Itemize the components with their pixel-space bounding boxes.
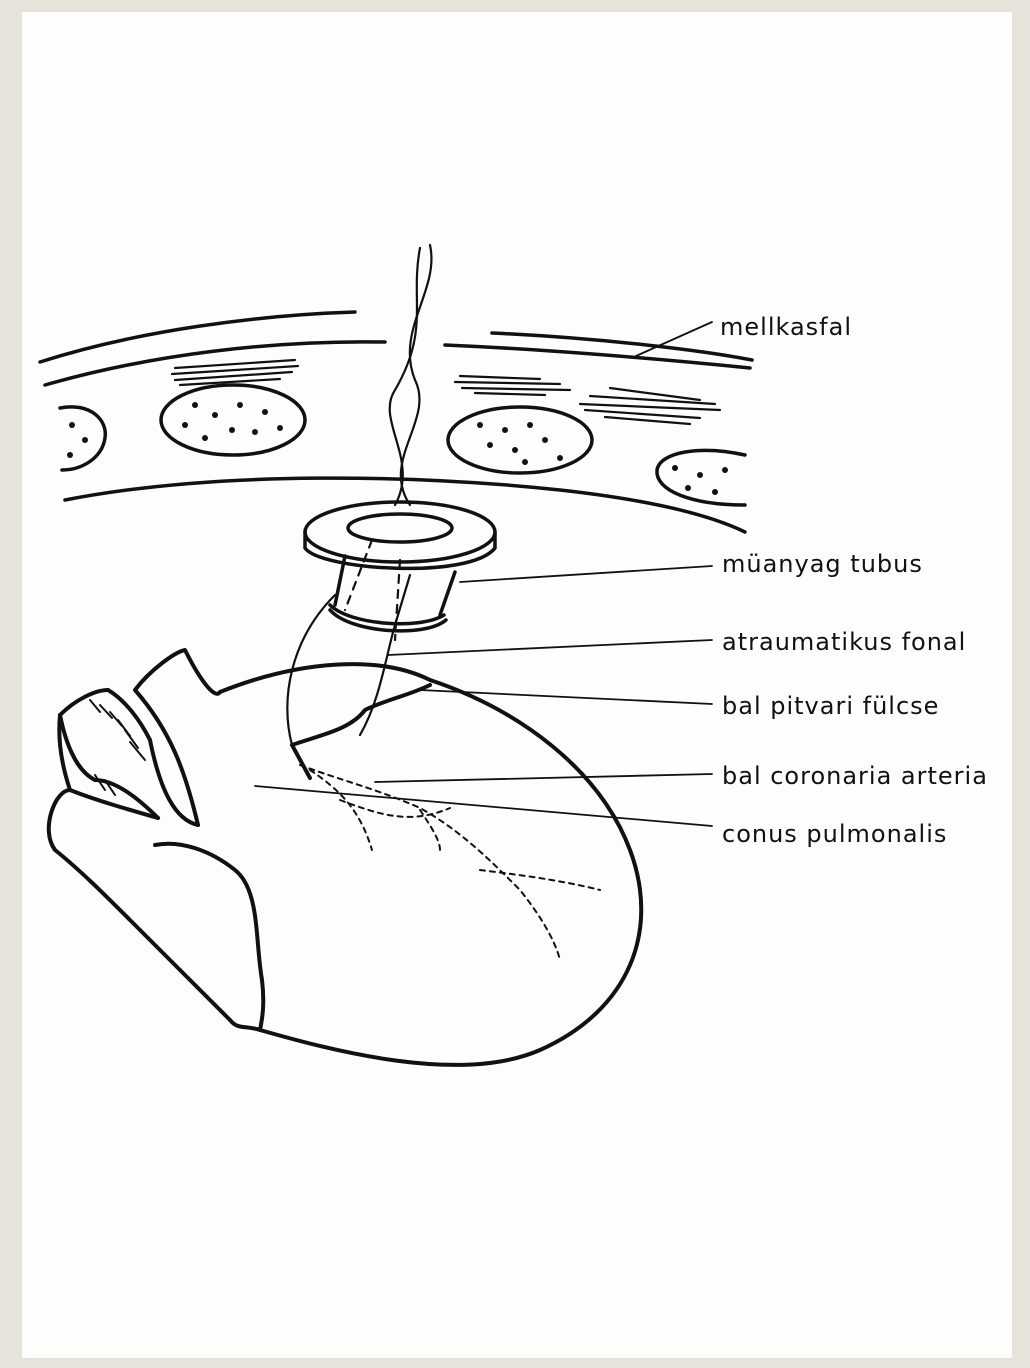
- chest-wall: [40, 312, 752, 532]
- label-conus-pulmonalis: conus pulmonalis: [722, 822, 947, 846]
- label-bal-coronaria-arteria: bal coronaria arteria: [722, 764, 988, 788]
- label-mellkasfal: mellkasfal: [720, 315, 852, 339]
- rib-dots: [67, 402, 728, 495]
- label-muanyag-tubus: müanyag tubus: [722, 552, 923, 576]
- leader-lines: [255, 322, 712, 826]
- intercostal-muscle: [172, 360, 720, 424]
- heart: [49, 650, 641, 1065]
- label-bal-pitvari-fulcse: bal pitvari fülcse: [722, 694, 939, 718]
- label-atraumatikus-fonal: atraumatikus fonal: [722, 630, 966, 654]
